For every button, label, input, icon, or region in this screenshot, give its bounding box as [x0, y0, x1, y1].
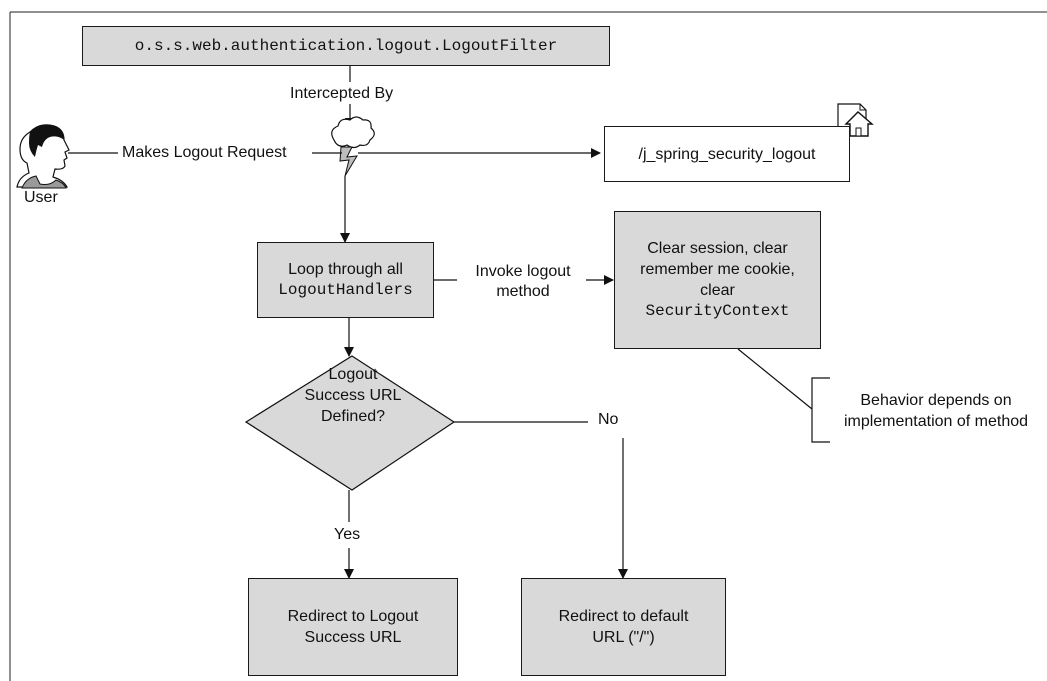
- redirect-success-line2: Success URL: [304, 629, 402, 646]
- loop-handlers-line2: LogoutHandlers: [278, 281, 413, 299]
- invoke-logout-line1: Invoke logout: [475, 263, 571, 280]
- clear-session-line2: remember me cookie,: [640, 261, 795, 278]
- behavior-annotation-line1: Behavior depends on: [860, 392, 1012, 409]
- loop-handlers-line1: Loop through all: [288, 261, 403, 278]
- logout-filter-label: o.s.s.web.authentication.logout.LogoutFi…: [134, 36, 558, 55]
- redirect-default-box: Redirect to default URL ("/"): [521, 578, 726, 676]
- behavior-annotation-line2: implementation of method: [843, 413, 1029, 430]
- annotation-bracket: [811, 377, 830, 443]
- no-label: No: [598, 410, 619, 430]
- logout-url-label: /j_spring_security_logout: [638, 145, 816, 163]
- clear-session-box: Clear session, clear remember me cookie,…: [614, 211, 821, 349]
- yes-label: Yes: [334, 525, 361, 545]
- decision-line1: Logout: [328, 366, 378, 383]
- clear-to-annotation-line: [737, 348, 813, 410]
- logout-url-box: /j_spring_security_logout: [604, 126, 850, 182]
- user-label: User: [24, 189, 58, 206]
- cloud-icon: [331, 116, 375, 149]
- home-page-icon: [837, 103, 874, 137]
- redirect-default-line2: URL ("/"): [592, 629, 655, 646]
- redirect-success-line1: Redirect to Logout: [287, 608, 419, 625]
- intercepted-by-label: Intercepted By: [290, 84, 394, 104]
- clear-session-line1: Clear session, clear: [647, 240, 788, 257]
- invoke-logout-label: Invoke logout method: [462, 262, 584, 302]
- lightning-icon: [339, 146, 358, 177]
- decision-diamond: [244, 355, 456, 491]
- logout-filter-box: o.s.s.web.authentication.logout.LogoutFi…: [82, 26, 610, 66]
- user-avatar-icon: [16, 124, 70, 189]
- decision-line2: Success URL: [304, 387, 402, 404]
- redirect-default-line1: Redirect to default: [558, 608, 689, 625]
- clear-session-line4: SecurityContext: [645, 302, 790, 320]
- decision-line3: Defined?: [320, 408, 386, 425]
- redirect-success-box: Redirect to Logout Success URL: [248, 578, 458, 676]
- clear-session-line3: clear: [700, 282, 735, 299]
- loop-handlers-box: Loop through all LogoutHandlers: [257, 242, 434, 318]
- behavior-annotation: Behavior depends on implementation of me…: [828, 390, 1044, 432]
- decision-label: Logout Success URL Defined?: [292, 364, 414, 427]
- logout-request-label: Makes Logout Request: [122, 143, 287, 163]
- invoke-logout-line2: method: [496, 283, 550, 300]
